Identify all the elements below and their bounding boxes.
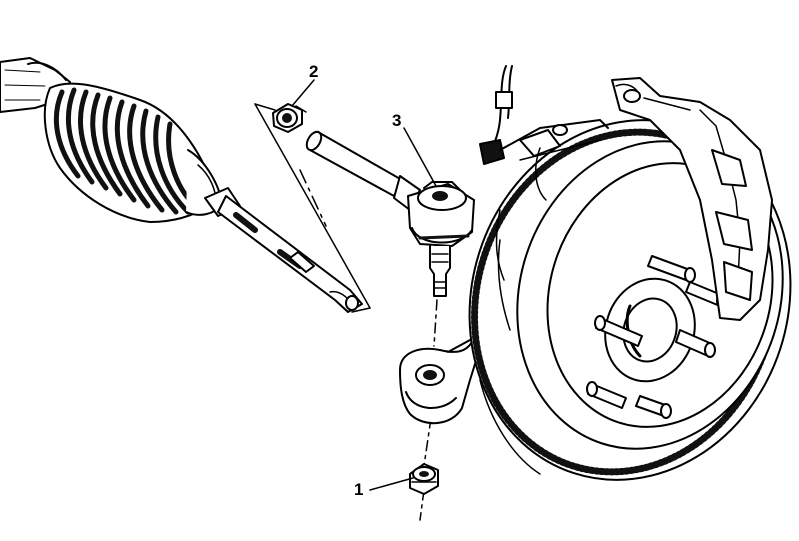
tie-rod-nut (409, 463, 439, 495)
leader-line-2 (291, 79, 315, 107)
callout-1: 1 (354, 480, 364, 499)
brake-caliper (611, 77, 773, 321)
inner-tie-rod (204, 187, 363, 313)
callout-2: 2 (309, 62, 319, 81)
steering-gear-boot (43, 82, 223, 223)
jam-nut (272, 103, 307, 133)
callout-leader-lines (291, 79, 437, 491)
callout-3: 3 (392, 111, 402, 130)
outer-tie-rod-end (305, 130, 475, 297)
steering-knuckle-arm (399, 339, 481, 425)
wheel-speed-sensor-harness (479, 65, 609, 281)
leader-line-3 (403, 127, 437, 187)
leader-line-1 (369, 477, 414, 491)
exploded-view-guide-lines (254, 103, 438, 521)
